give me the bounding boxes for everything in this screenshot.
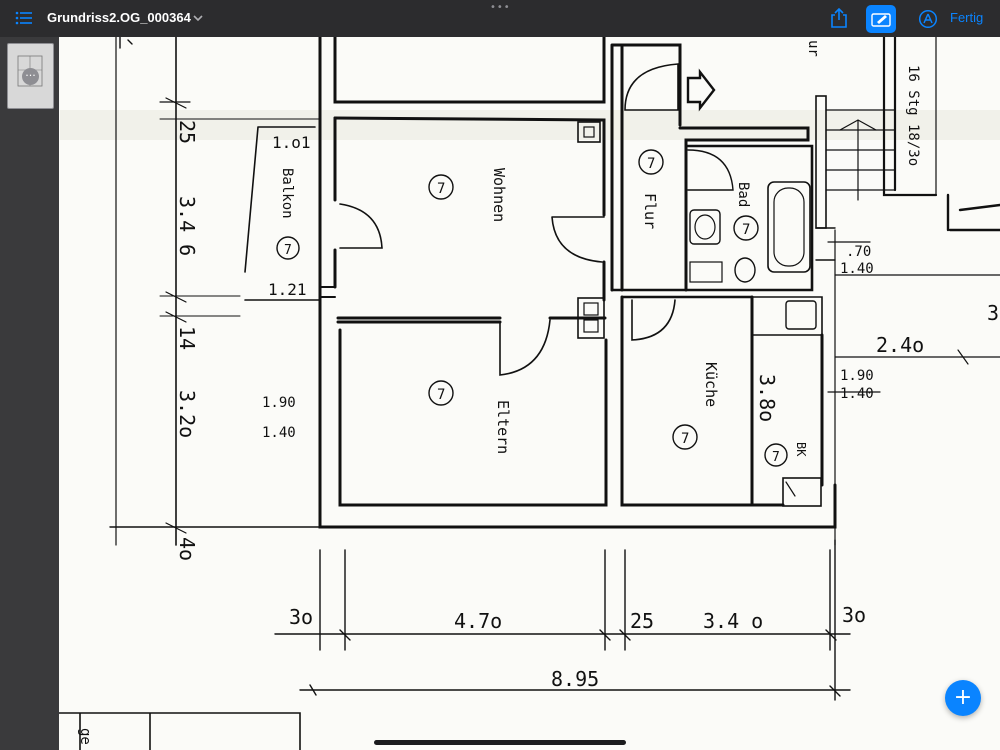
done-button[interactable]: Fertig <box>950 10 984 25</box>
dim-25: 25 <box>175 120 199 144</box>
dim-window-kitchen-top: 1.90 <box>840 368 874 384</box>
room-number-wohnen: 7 <box>437 181 445 197</box>
page-thumbnail[interactable]: ··· <box>7 43 54 109</box>
floor-plan-drawing: 7 7 7 7 7 7 7 Wohnen Eltern Flur Bad Küc… <box>59 37 1000 750</box>
dim-bottom-25: 25 <box>630 609 654 633</box>
room-number-eltern: 7 <box>437 387 445 403</box>
dim-bottom-340: 3.4 o <box>703 609 763 633</box>
dim-bottom-30-right: 3o <box>842 603 866 627</box>
room-label-balkon: Balkon <box>279 168 295 219</box>
dim-window-bath-top: .70 <box>846 244 871 260</box>
dim-window-left-top: 1.90 <box>262 395 296 411</box>
room-label-bad: Bad <box>735 182 751 207</box>
room-number-kueche: 7 <box>681 431 689 447</box>
dim-14: 14 <box>175 326 199 350</box>
room-label-kueche: Küche <box>702 362 720 407</box>
thumbnail-options-icon[interactable]: ··· <box>22 68 39 85</box>
share-icon[interactable] <box>828 7 850 29</box>
floor-plan-document[interactable]: 7 7 7 7 7 7 7 Wohnen Eltern Flur Bad Küc… <box>59 37 1000 750</box>
room-label-flur: Flur <box>641 193 659 229</box>
room-label-wohnen: Wohnen <box>490 168 508 222</box>
more-dots-icon[interactable]: ••• <box>490 2 511 13</box>
room-number-bad: 7 <box>742 222 750 238</box>
room-label-bk: BK <box>794 442 808 457</box>
dim-balcony-depth: 1.21 <box>268 280 307 299</box>
dim-balcony-width: 1.o1 <box>272 133 311 152</box>
room-number-bk: 7 <box>772 450 780 465</box>
chevron-down-icon[interactable] <box>192 12 204 24</box>
markup-icon[interactable] <box>866 5 896 33</box>
document-title[interactable]: Grundriss2.OG_000364 <box>47 10 191 25</box>
dim-380: 3.8o <box>755 374 779 422</box>
cut-text-ur: ur <box>805 40 821 57</box>
dim-total-895: 8.95 <box>551 667 599 691</box>
dim-240: 2.4o <box>876 333 924 357</box>
add-button[interactable]: + <box>945 680 981 716</box>
dim-40: 4o <box>175 537 199 561</box>
dim-window-left-bottom: 1.40 <box>262 425 296 441</box>
dim-bottom-470: 4.7o <box>454 609 502 633</box>
room-number-balkon: 7 <box>284 243 292 258</box>
home-indicator[interactable] <box>374 740 626 745</box>
stair-label: 16 Stg 18/3o <box>905 65 921 166</box>
person-circle-icon[interactable] <box>917 8 939 30</box>
top-toolbar: Grundriss2.OG_000364 ••• Fertig <box>0 0 1000 37</box>
dim-bottom-30-left: 3o <box>289 605 313 629</box>
room-number-flur: 7 <box>647 156 655 172</box>
dim-window-bath-bottom: 1.40 <box>840 261 874 277</box>
room-label-eltern: Eltern <box>494 400 512 454</box>
dim-320: 3.2o <box>175 390 199 438</box>
cut-text-ge: ge <box>77 728 93 745</box>
page-thumbnails-sidebar <box>0 37 59 750</box>
dim-346: 3.4 6 <box>175 196 199 256</box>
list-icon[interactable] <box>14 9 34 27</box>
dim-window-kitchen-bottom: 1.40 <box>840 386 874 402</box>
dim-edge-3: 3 <box>987 301 999 325</box>
